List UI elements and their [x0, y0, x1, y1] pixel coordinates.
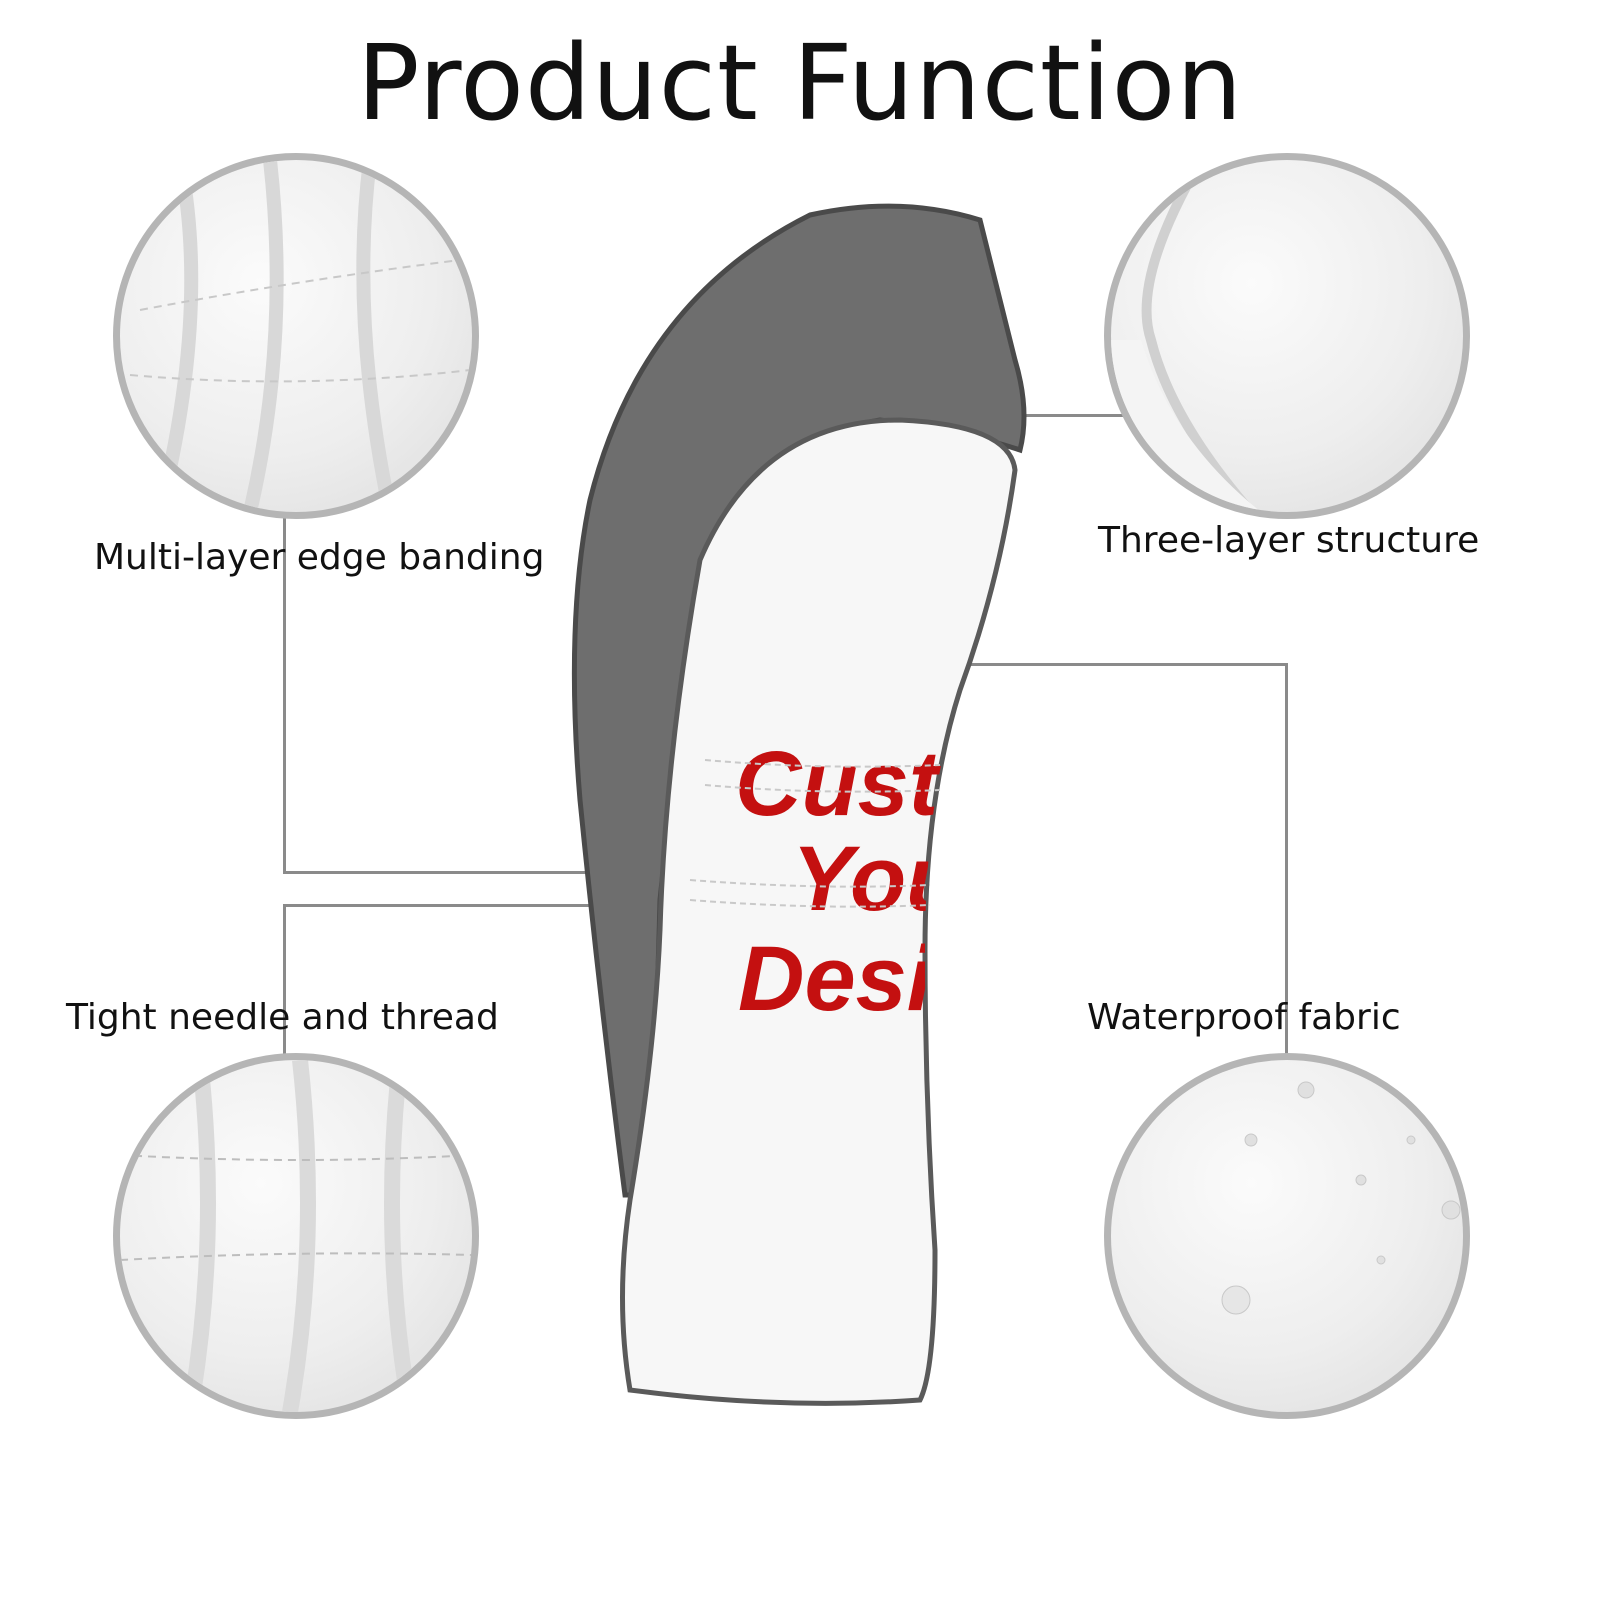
- connector-line: [283, 904, 286, 1056]
- connector-line: [1025, 414, 1125, 417]
- connector-line: [283, 512, 286, 874]
- detail-circle-waterproof: [1104, 1053, 1470, 1419]
- print-text-line: Custo: [735, 733, 996, 835]
- water-droplets-image: [1221, 1081, 1461, 1315]
- feature-label: Waterproof fabric: [1087, 997, 1401, 1038]
- feature-label: Multi-layer edge banding: [94, 537, 545, 578]
- stitching-image: [120, 1060, 472, 1412]
- connector-line: [1285, 663, 1288, 1055]
- connector-line: [900, 663, 1288, 666]
- connector-line: [283, 871, 603, 874]
- connector-line: [283, 904, 663, 907]
- detail-circle-edge-banding: [113, 153, 479, 519]
- feature-label: Tight needle and thread: [66, 997, 499, 1038]
- print-text-line: Your: [792, 828, 1002, 930]
- feature-label: Three-layer structure: [1098, 520, 1480, 561]
- page-title: Product Function: [356, 22, 1244, 144]
- detail-circle-stitching: [113, 1053, 479, 1419]
- fabric-folds-image: [129, 160, 471, 512]
- print-text-line: Desig: [738, 928, 989, 1030]
- headcover-front-panel: [620, 417, 1018, 1406]
